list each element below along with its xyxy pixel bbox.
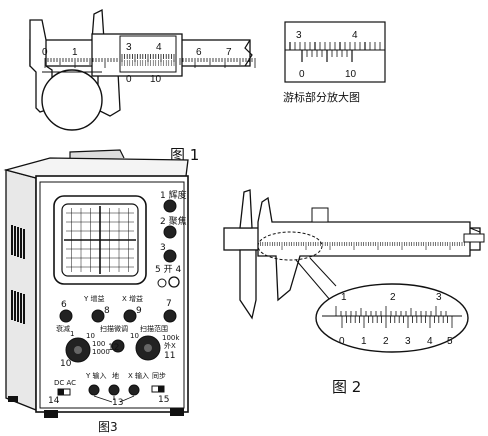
range-mark-ext-x: 外X [164,341,176,350]
knob-10-label: 10 [60,359,72,369]
vernier-0: 0 [126,74,132,85]
zoom-bottom-0: 0 [339,336,345,347]
zoom-ticks [335,306,453,328]
range-mark-10: 10 [130,332,139,340]
dc-ac-label: DC AC [54,379,76,387]
zoom-top-3: 3 [436,292,442,303]
range-mark-100k: 100k [162,334,180,342]
sweep-fine-label: 扫描微调 [100,324,128,333]
knob-8-label: 8 [104,306,110,316]
zoom-top-2: 2 [390,292,396,303]
x-input-terminal[interactable] [128,384,140,396]
knob-3-label: 3 [160,243,166,253]
knob-9-label: 9 [136,306,142,316]
knob-11-sweep-range[interactable] [135,335,161,361]
knob-6-label: 6 [61,300,67,310]
magnified-caption: 游标部分放大图 [283,90,360,104]
knob-12-label: 12 [108,343,119,353]
beam-ticks [257,242,465,250]
dc-ac-switch[interactable] [57,388,71,396]
main-scale-1: 1 [72,47,78,58]
attenuation-label: 衰减 [56,324,70,333]
zoom-bottom-1: 1 [361,336,367,347]
side-vents [11,225,25,324]
zoom-bottom-2: 2 [383,336,389,347]
y-gain-label: Y 增益 [83,294,105,303]
magnified-ticks [289,42,381,62]
figure-3-oscilloscope: 1 辉度 2 聚焦 3 5 开 4 Y 增益 X 增益 6 8 9 7 衰减 扫… [3,149,189,434]
main-scale-0: 0 [42,47,48,58]
zoom-bottom-4: 4 [427,336,433,347]
power-switch[interactable] [157,276,180,288]
sync-switch[interactable] [151,385,165,393]
att-mark-1000: 1000 [92,348,110,356]
knob-3[interactable] [163,249,177,263]
magnified-top-4: 4 [352,30,358,41]
knob-4-label: 5 开 4 [155,264,181,275]
vernier-ticks [121,54,175,66]
att-mark-10: 10 [86,332,95,340]
vernier-top-4: 4 [156,42,162,53]
vernier-top-3: 3 [126,42,132,53]
sync-label: 同步 [152,372,166,380]
knob-12-sweep-fine[interactable] [111,339,125,353]
figure-3-caption: 图3 [98,420,118,434]
main-scale-ticks [44,58,256,68]
ground-label: 地 [112,371,119,380]
main-scale-7: 7 [226,47,232,58]
knob-6[interactable] [59,309,73,323]
vernier-highlight [257,231,323,261]
x-gain-label: X 增益 [122,294,143,303]
zoom-top-1: 1 [341,292,347,303]
knob-10-attenuation[interactable] [65,337,91,363]
knob-11-label: 11 [164,351,175,361]
screen-graticule [64,206,136,274]
knob-15-label: 15 [158,395,169,405]
knob-2-label: 2 聚焦 [160,215,187,227]
x-input-label: X 输入 [128,371,149,380]
knob-14-label: 14 [48,396,60,406]
main-scale-6: 6 [196,47,202,58]
ground-terminal[interactable] [108,384,120,396]
magnified-bottom-0: 0 [299,69,305,80]
knob-7[interactable] [163,309,177,323]
zoom-bottom-5: 5 [447,336,453,347]
zoom-bottom-3: 3 [405,336,411,347]
knob-2[interactable] [163,225,177,239]
y-input-label: Y 输入 [85,371,107,380]
measured-cylinder [41,69,103,131]
knob-7-label: 7 [166,299,172,309]
knob-13-label: 13 [112,398,123,408]
y-input-terminal[interactable] [88,384,100,396]
knob-9[interactable] [123,309,137,323]
knob-1[interactable] [163,199,177,213]
vernier-10: 10 [150,74,162,85]
figure-1-caliper: 0 1 6 7 3 4 0 10 3 4 0 10 游标部分放大图 图 1 [29,8,386,164]
att-mark-1: 1 [70,330,74,338]
att-mark-100: 100 [92,340,105,348]
figure-2-caliper: 1 2 3 0 1 2 3 4 5 图 2 [223,189,485,396]
knob-8[interactable] [91,309,105,323]
figure-2-caption: 图 2 [332,378,361,396]
zoom-ellipse [315,283,469,353]
sweep-range-label: 扫描范围 [140,324,168,333]
knob-1-label: 1 辉度 [160,189,187,201]
magnified-top-3: 3 [296,30,302,41]
magnified-bottom-10: 10 [345,69,357,80]
